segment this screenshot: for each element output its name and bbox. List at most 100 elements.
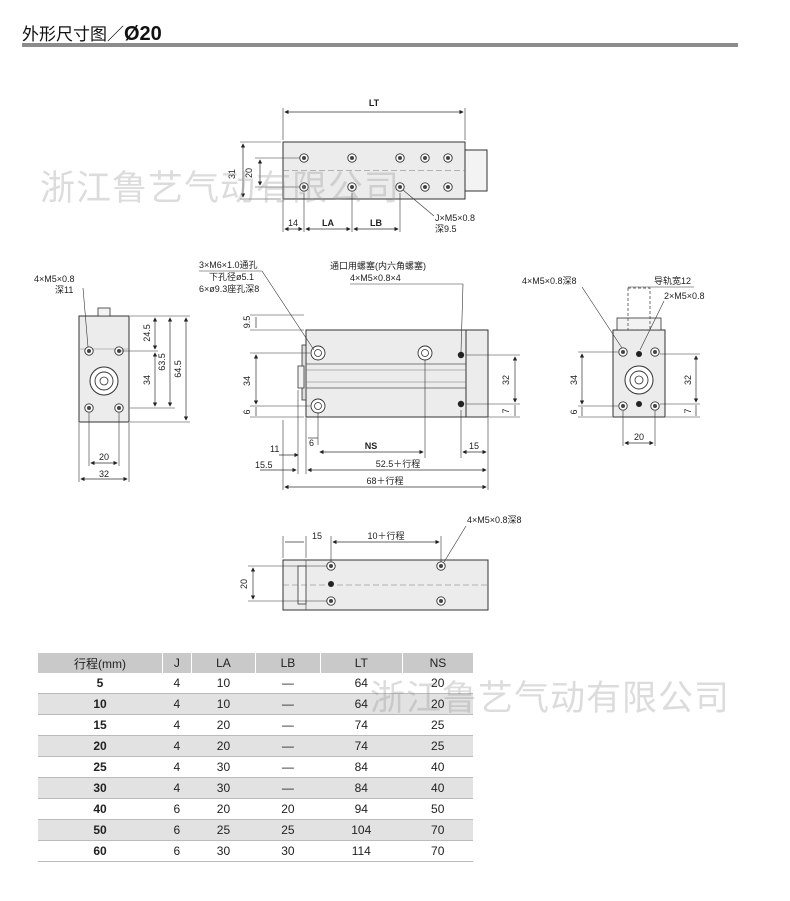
table-cell: 25 bbox=[191, 819, 256, 841]
right-view: 4×M5×0.8深8 导轨宽12 2×M5×0.8 34 6 32 7 20 bbox=[522, 275, 705, 446]
col-header: LB bbox=[255, 653, 321, 673]
table-cell: 84 bbox=[320, 777, 403, 799]
right-m5-label: 2×M5×0.8 bbox=[664, 291, 705, 301]
j-depth-label: 深9.5 bbox=[435, 224, 457, 234]
watermark-top: 浙江鲁艺气动有限公司 bbox=[40, 169, 401, 208]
dim-63-5: 63.5 bbox=[157, 353, 167, 371]
lb-label: LB bbox=[370, 218, 382, 228]
table-cell: 25 bbox=[37, 756, 163, 778]
header-rule bbox=[22, 43, 738, 47]
dim-32-right: 32 bbox=[683, 375, 693, 385]
bottom-holes-label: 4×M5×0.8深8 bbox=[467, 515, 522, 525]
dim-14: 14 bbox=[288, 218, 298, 228]
table-cell: 70 bbox=[402, 840, 473, 862]
table-cell: — bbox=[255, 756, 321, 778]
table-cell: 40 bbox=[402, 756, 473, 778]
dim-32-front: 32 bbox=[501, 375, 511, 385]
col-header: J bbox=[162, 653, 192, 673]
table-cell: 6 bbox=[162, 840, 192, 862]
table-cell: 25 bbox=[255, 819, 321, 841]
front-view: 3×M6×1.0通孔 下孔径ø5.1 6×ø9.3座孔深8 通口用螺塞(内六角螺… bbox=[199, 260, 520, 490]
table-cell: 114 bbox=[320, 840, 403, 862]
left-view: 4×M5×0.8 深11 24.5 34 63.5 64.5 20 32 bbox=[34, 274, 190, 482]
dim-20: 20 bbox=[244, 168, 254, 178]
table-cell: 10 bbox=[191, 693, 256, 715]
ns-label: NS bbox=[365, 441, 378, 451]
lt-label: LT bbox=[369, 98, 380, 108]
table-cell: 25 bbox=[402, 714, 473, 736]
dim-6-front: 6 bbox=[242, 409, 252, 414]
dim-31: 31 bbox=[227, 169, 237, 179]
dim-6-right: 6 bbox=[569, 409, 579, 414]
la-label: LA bbox=[322, 218, 334, 228]
watermark-bottom: 浙江鲁艺气动有限公司 bbox=[370, 679, 731, 718]
plug-thread: 4×M5×0.8×4 bbox=[350, 273, 401, 283]
table-cell: — bbox=[255, 735, 321, 757]
table-cell: 4 bbox=[162, 777, 192, 799]
dim-34-left: 34 bbox=[142, 375, 152, 385]
page-title: 外形尺寸图／Ø20 bbox=[22, 20, 162, 46]
table-cell: 40 bbox=[37, 798, 163, 820]
table-cell: 104 bbox=[320, 819, 403, 841]
dim-20-bottom: 20 bbox=[239, 579, 249, 589]
table-cell: 4 bbox=[162, 756, 192, 778]
table-header-row: 行程(mm) J LA LB LT NS bbox=[37, 653, 473, 673]
table-cell: 4 bbox=[162, 693, 192, 715]
table-cell: — bbox=[255, 777, 321, 799]
dim-34-front: 34 bbox=[242, 376, 252, 386]
table-cell: 20 bbox=[402, 693, 473, 715]
bottom-view: 15 10＋行程 4×M5×0.8深8 20 bbox=[239, 515, 522, 611]
title-prefix: 外形尺寸图／ bbox=[22, 25, 124, 44]
table-cell: 74 bbox=[320, 735, 403, 757]
table-cell: 20 bbox=[402, 673, 473, 694]
dim-64-5: 64.5 bbox=[173, 360, 183, 378]
dim-52-5: 52.5＋行程 bbox=[376, 458, 421, 469]
table-cell: 20 bbox=[191, 735, 256, 757]
dim-20-left: 20 bbox=[99, 452, 109, 462]
dim-15-bottom: 15 bbox=[312, 531, 322, 541]
table-cell: 6 bbox=[162, 819, 192, 841]
dim-34-right: 34 bbox=[569, 375, 579, 385]
table-cell: 5 bbox=[37, 673, 163, 694]
table-cell: 50 bbox=[402, 798, 473, 820]
rail-width-label: 导轨宽12 bbox=[654, 275, 691, 286]
drawing-canvas: LT 31 20 14 LA LB J×M5×0.8 深9.5 4 bbox=[34, 98, 705, 611]
col-header: LT bbox=[319, 653, 403, 673]
table-cell: — bbox=[255, 714, 321, 736]
table-cell: 40 bbox=[402, 777, 473, 799]
dim-15-front: 15 bbox=[469, 441, 479, 451]
note-pilot-hole: 下孔径ø5.1 bbox=[209, 271, 254, 282]
table-cell: 10 bbox=[191, 673, 256, 694]
table-cell: 94 bbox=[320, 798, 403, 820]
table-cell: 60 bbox=[37, 840, 163, 862]
dim-11: 11 bbox=[270, 444, 279, 454]
plug-note: 通口用螺塞(内六角螺塞) bbox=[330, 260, 426, 271]
dim-24-5: 24.5 bbox=[142, 324, 152, 342]
table-cell: — bbox=[255, 693, 321, 715]
dim-7-right: 7 bbox=[683, 408, 693, 413]
dim-7-front: 7 bbox=[501, 408, 511, 413]
table-cell: 10 bbox=[37, 693, 163, 715]
table-cell: 25 bbox=[402, 735, 473, 757]
table-cell: 30 bbox=[37, 777, 163, 799]
table-cell: 20 bbox=[37, 735, 163, 757]
table-cell: 30 bbox=[191, 756, 256, 778]
dim-6-bottom: 6 bbox=[309, 438, 314, 448]
note-through-hole: 3×M6×1.0通孔 bbox=[199, 260, 258, 270]
table-cell: 6 bbox=[162, 798, 192, 820]
table-cell: 4 bbox=[162, 714, 192, 736]
page-header: 外形尺寸图／Ø20 bbox=[22, 18, 738, 48]
note-counterbore: 6×ø9.3座孔深8 bbox=[199, 283, 259, 294]
left-depth-label: 深11 bbox=[55, 285, 73, 295]
table-cell: 20 bbox=[191, 798, 256, 820]
dim-10-stroke: 10＋行程 bbox=[367, 530, 404, 541]
